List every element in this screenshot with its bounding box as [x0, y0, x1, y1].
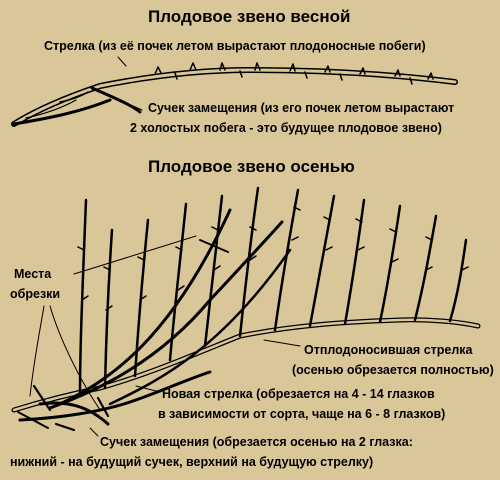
- cut-places-label-line1: Места: [14, 267, 52, 281]
- new-strelka-label-line2: в зависимости от сорта, чаще на 6 - 8 гл…: [158, 407, 446, 421]
- autumn-suchek-label-line2: нижний - на будущий сучек, верхний на бу…: [10, 455, 374, 469]
- cut-places-label-line2: обрезки: [10, 287, 61, 301]
- spring-branch-illustration: [11, 56, 458, 127]
- spring-suchek-label-line2: 2 холостых побега - это будущее плодовое…: [130, 121, 442, 135]
- spring-suchek-label-line1: Сучек замещения (из его почек летом выра…: [148, 101, 455, 115]
- autumn-title: Плодовое звено осенью: [148, 157, 355, 176]
- new-strelka-label-line1: Новая стрелка (обрезается на 4 - 14 глаз…: [162, 387, 435, 401]
- autumn-suchek-label-line1: Сучек замещения (обрезается осенью на 2 …: [100, 435, 413, 449]
- old-strelka-label-line1: Отплодоносившая стрелка: [304, 343, 473, 357]
- autumn-branch-illustration: [11, 186, 481, 437]
- strelka-label: Стрелка (из её почек летом вырастают пло…: [44, 39, 426, 53]
- old-strelka-label-line2: (осенью обрезается полностью): [292, 363, 494, 377]
- spring-title: Плодовое звено весной: [148, 7, 351, 26]
